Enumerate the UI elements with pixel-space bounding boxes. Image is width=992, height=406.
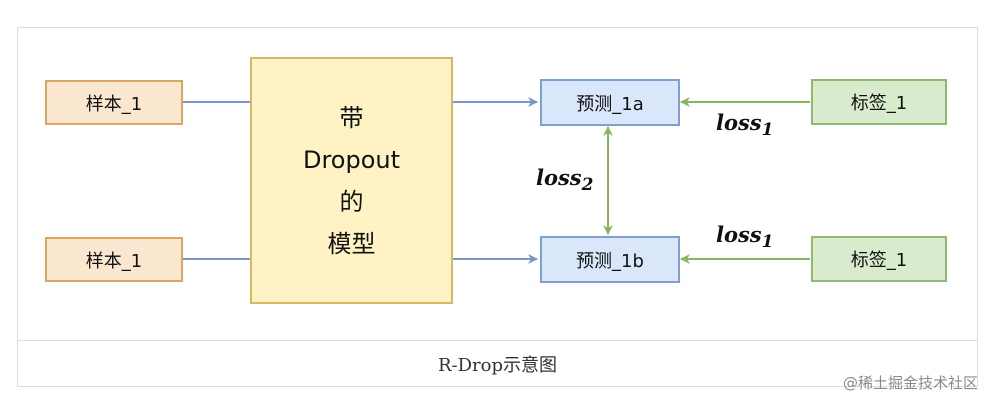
sample-node-1: 样本_1 — [45, 80, 183, 125]
model-line-1: 带 — [339, 103, 364, 132]
caption-divider — [17, 340, 978, 341]
watermark: @稀土掘金技术社区 — [842, 374, 978, 392]
model-line-4: 模型 — [327, 229, 376, 258]
label-node-1: 标签_1 — [811, 79, 947, 125]
loss-subscript: 2 — [581, 175, 594, 196]
figure-caption: R-Drop示意图 — [437, 354, 558, 376]
label-node-1-label: 标签_1 — [850, 93, 908, 114]
sample-node-1-label: 样本_1 — [85, 93, 143, 115]
loss-subscript: 1 — [761, 120, 774, 141]
prediction-node-a-label: 预测_1a — [576, 93, 644, 115]
prediction-node-a: 预测_1a — [540, 79, 680, 126]
label-node-2: 标签_1 — [811, 236, 947, 282]
loss-subscript: 1 — [761, 232, 774, 253]
loss-label-bottom: loss1 — [716, 222, 773, 252]
prediction-node-b-label: 预测_1b — [576, 250, 644, 272]
loss-base-text: loss — [536, 165, 582, 190]
label-node-2-label: 标签_1 — [850, 250, 908, 271]
loss-label-top: loss1 — [716, 110, 773, 140]
figure-frame — [17, 27, 978, 387]
loss-base-text: loss — [716, 110, 762, 135]
loss-label-middle: loss2 — [536, 165, 593, 195]
model-node: 带 Dropout 的 模型 — [250, 57, 453, 304]
sample-node-2: 样本_1 — [45, 237, 183, 282]
sample-node-2-label: 样本_1 — [85, 250, 143, 272]
prediction-node-b: 预测_1b — [540, 236, 680, 283]
model-line-3: 的 — [339, 187, 364, 216]
loss-base-text: loss — [716, 222, 762, 247]
model-line-2: Dropout — [302, 145, 401, 174]
